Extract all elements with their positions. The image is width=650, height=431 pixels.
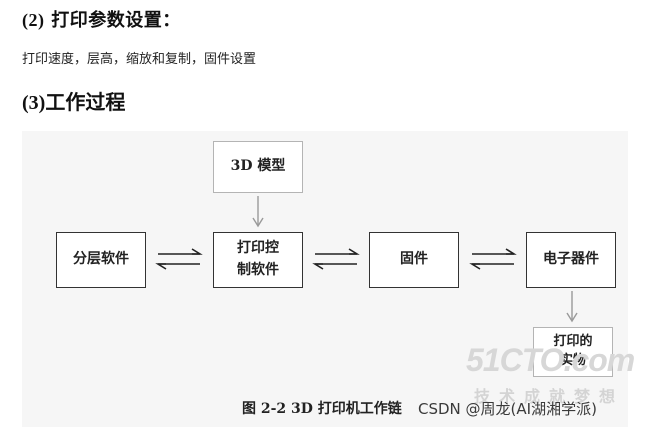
node-label: 电子器件 <box>543 251 599 268</box>
node-label-line2: 实物 <box>559 353 586 368</box>
section-heading-3: (3)工作过程 <box>22 86 125 115</box>
node-label-line2: 制软件 <box>237 262 279 278</box>
watermark-credit: CSDN @周龙(AI湖湘学派) <box>418 400 597 418</box>
arrow-left-head <box>155 263 167 270</box>
node-printed-object: 打印的 实物 <box>533 327 613 377</box>
node-label-line1: 打印控 <box>237 240 279 257</box>
node-label-line1: 打印的 <box>553 334 593 350</box>
print-settings-paragraph: 打印速度，层高，缩放和复制，固件设置 <box>22 52 257 67</box>
watermark-logo-subtitle: 技术成就梦想 <box>474 387 625 406</box>
arrow-down-head <box>252 217 264 228</box>
node-label: 固件 <box>400 251 428 268</box>
node-print-control-software: 打印控 制软件 <box>213 232 303 288</box>
section-heading-2: (2) 打印参数设置： <box>22 6 181 32</box>
node-electronics: 电子器件 <box>526 232 616 288</box>
workflow-diagram: 3D 模型 分层软件 打印控 制软件 固件 电子器件 打印的 实物 <box>22 131 635 427</box>
watermark-logo: 51CTO.com <box>466 342 635 378</box>
arrow-right-head <box>348 248 360 255</box>
section-number: (3) <box>22 92 46 114</box>
section-title: 工作过程 <box>45 90 126 114</box>
arrow-down-head <box>566 312 578 323</box>
node-firmware: 固件 <box>369 232 459 288</box>
arrow-right-head <box>505 248 517 255</box>
arrow-left-head <box>469 263 481 270</box>
figure-caption: 图 2-2 3D 打印机工作链 <box>242 401 402 417</box>
node-slicer: 分层软件 <box>56 232 146 288</box>
node-3d-model: 3D 模型 <box>213 141 303 193</box>
connector-arrows <box>155 196 578 323</box>
section-title: 打印参数设置： <box>51 10 181 31</box>
arrow-left-head <box>312 263 324 270</box>
section-number: (2) <box>22 10 45 30</box>
arrow-right-head <box>191 248 203 255</box>
node-label: 3D 模型 <box>230 158 286 175</box>
node-label: 分层软件 <box>73 251 129 268</box>
